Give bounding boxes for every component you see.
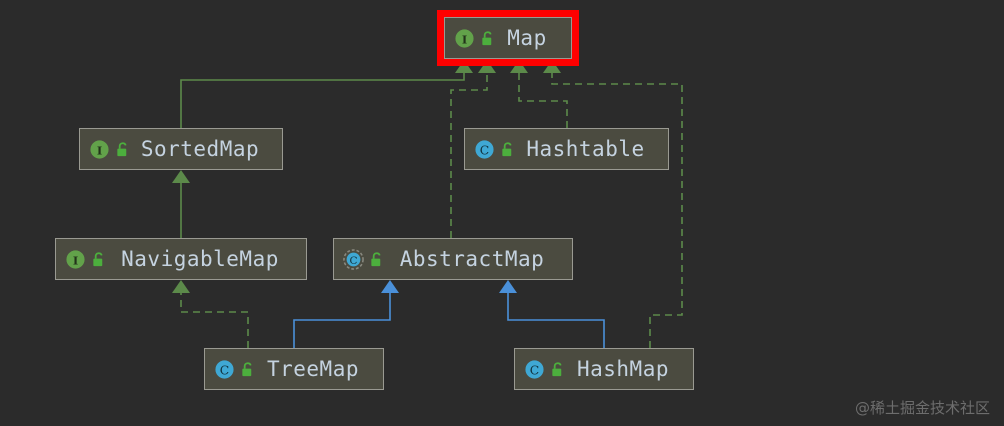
unlocked-padlock-icon — [552, 361, 562, 376]
interface-i-icon: I — [455, 28, 474, 48]
arrowhead-hashtable-implements-map — [510, 60, 528, 73]
edge-abstractmap-implements-map — [450, 73, 488, 238]
node-icon-group: I — [89, 139, 130, 160]
class-node-navigablemap[interactable]: I NavigableMap — [55, 238, 307, 280]
node-icon-group: I — [65, 249, 106, 270]
svg-text:C: C — [530, 362, 539, 377]
node-icon-group: C — [343, 248, 384, 270]
node-icon-group: I — [454, 28, 495, 49]
edge-hashmap-extends-abstractmap — [507, 293, 605, 348]
class-node-label: AbstractMap — [399, 247, 545, 271]
unlocked-padlock-icon — [371, 251, 381, 266]
unlocked-padlock-icon — [93, 251, 103, 266]
svg-text:I: I — [73, 253, 78, 267]
arrowhead-abstractmap-implements-map — [478, 60, 496, 73]
class-node-label: NavigableMap — [121, 247, 279, 271]
class-node-sortedmap[interactable]: I SortedMap — [79, 128, 283, 170]
svg-text:I: I — [462, 32, 467, 46]
edge-treemap-implements-navigablemap — [180, 293, 249, 348]
arrowhead-hashmap-extends-abstractmap — [499, 280, 517, 293]
node-icon-group: C — [214, 359, 255, 380]
class-node-hashmap[interactable]: C HashMap — [514, 348, 694, 390]
unlocked-padlock-icon — [242, 361, 252, 376]
edge-hashmap-implements-map — [551, 73, 683, 348]
class-node-abstractmap[interactable]: C AbstractMap — [333, 238, 573, 280]
watermark: @稀土掘金技术社区 — [854, 399, 990, 417]
class-c-icon: C — [525, 359, 544, 379]
svg-text:C: C — [349, 254, 357, 266]
class-c-icon: C — [215, 359, 234, 379]
arrowhead-treemap-extends-abstractmap — [381, 280, 399, 293]
class-node-map[interactable]: I Map — [437, 10, 579, 66]
arrowhead-navigablemap-extends-sortedmap — [172, 170, 190, 183]
class-node-label: HashMap — [576, 357, 669, 381]
edge-hashtable-implements-map — [518, 73, 568, 128]
arrowhead-treemap-implements-navigablemap — [172, 280, 190, 293]
class-node-label: SortedMap — [140, 137, 260, 161]
interface-i-icon: I — [90, 139, 109, 159]
arrowhead-sortedmap-extends-map — [455, 60, 473, 73]
class-node-treemap[interactable]: C TreeMap — [204, 348, 384, 390]
arrowhead-hashmap-implements-map — [543, 60, 561, 73]
edge-sortedmap-extends-map — [180, 73, 465, 128]
unlocked-padlock-icon — [482, 30, 492, 45]
edge-treemap-extends-abstractmap — [293, 293, 391, 348]
node-icon-group: C — [524, 359, 565, 380]
class-node-hashtable[interactable]: C Hashtable — [464, 128, 669, 170]
interface-i-icon: I — [66, 249, 85, 269]
class-node-label: TreeMap — [266, 357, 359, 381]
class-node-label: Map — [507, 26, 547, 50]
svg-text:C: C — [220, 362, 229, 377]
class-node-label: Hashtable — [526, 137, 645, 161]
unlocked-padlock-icon — [117, 141, 127, 156]
class-c-icon: C — [475, 139, 494, 159]
svg-text:C: C — [480, 142, 489, 157]
unlocked-padlock-icon — [502, 141, 512, 156]
svg-text:I: I — [97, 143, 102, 157]
node-icon-group: C — [474, 139, 515, 160]
abstract-class-c-icon: C — [343, 248, 364, 270]
